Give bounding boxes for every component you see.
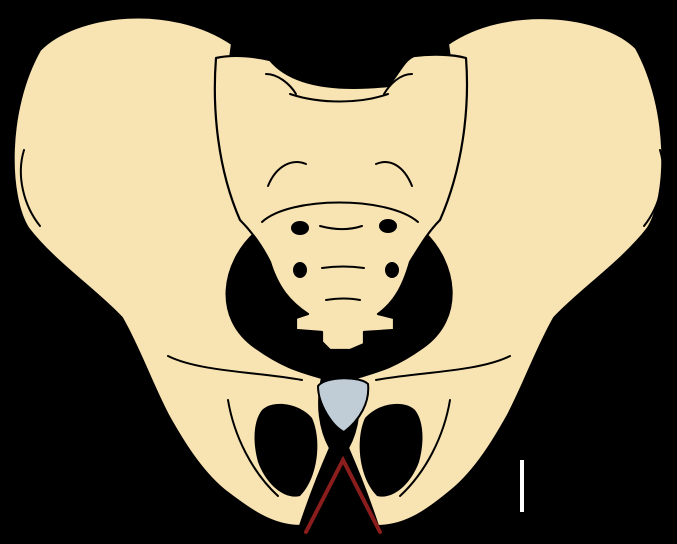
sacral-foramen-left-upper <box>291 221 309 235</box>
sacral-foramen-right-upper <box>379 219 397 233</box>
sacral-foramen-left-lower <box>293 262 307 278</box>
sacral-foramen-right-lower <box>385 262 399 278</box>
